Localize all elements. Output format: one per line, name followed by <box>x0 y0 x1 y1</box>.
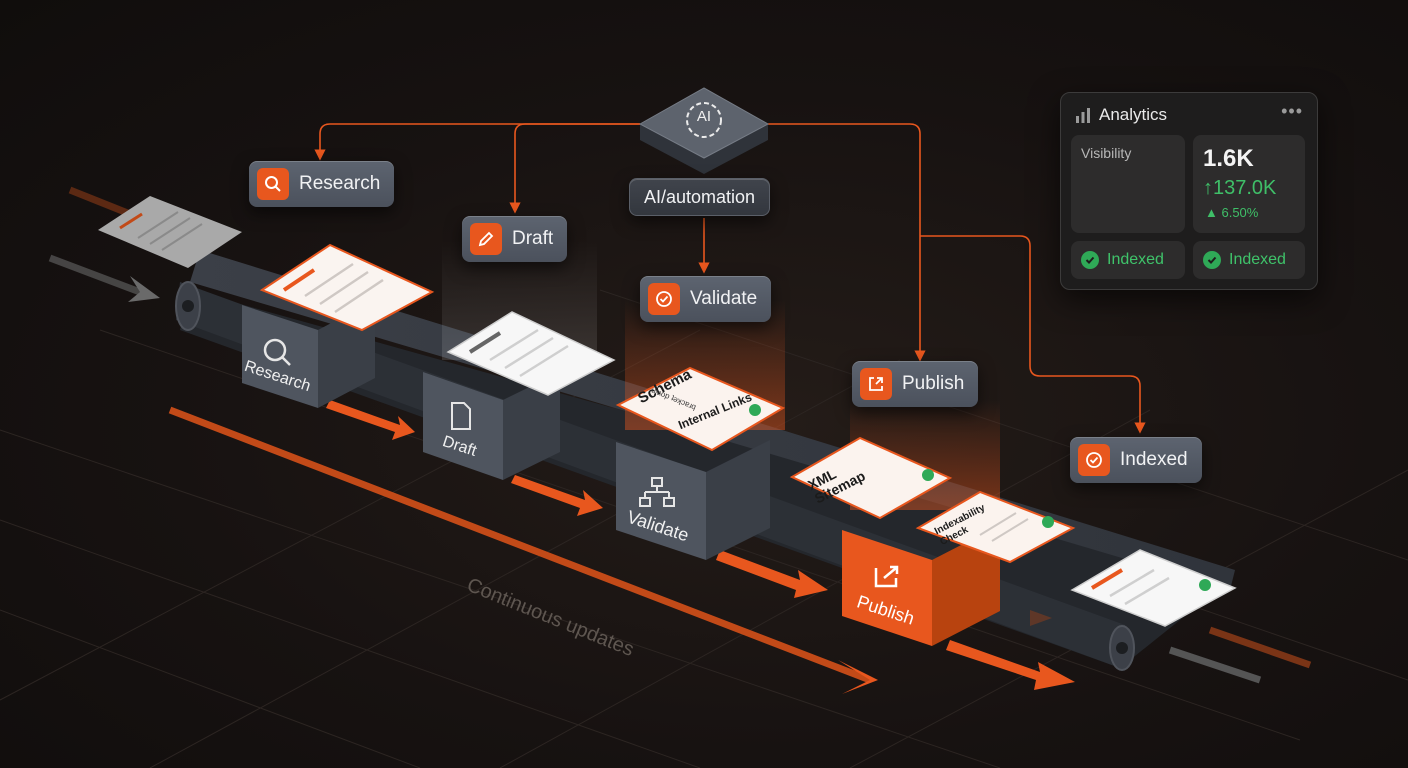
doc-card-indexability <box>915 490 1076 564</box>
search-icon <box>263 338 287 362</box>
analytics-header: Analytics <box>1075 105 1167 125</box>
research-label[interactable]: Research <box>249 161 395 207</box>
more-menu-icon[interactable]: ••• <box>1281 101 1303 121</box>
big-value: 1.6K <box>1203 145 1254 172</box>
ai-connectors <box>314 123 1146 434</box>
check-circle-icon <box>648 283 680 315</box>
publish-label-text: Publish <box>902 373 965 394</box>
draft-label[interactable]: Draft <box>462 216 568 262</box>
bar-chart-icon <box>1076 108 1090 123</box>
check-icon <box>1203 251 1221 269</box>
automation-label-text: AI/automation <box>644 186 756 207</box>
flow-streaks <box>48 186 1312 694</box>
pencil-icon <box>470 223 502 255</box>
document-icon <box>451 402 471 430</box>
visibility-tile: Visibility <box>1071 135 1185 233</box>
check-circle-icon <box>1078 444 1110 476</box>
draft-label-text: Draft <box>512 228 554 249</box>
validate-label-text: Validate <box>690 288 758 309</box>
automation-label: AI/automation <box>629 178 771 216</box>
indexed-tile-1: Indexed <box>1071 241 1185 279</box>
doc-card-entry <box>98 196 242 268</box>
stats-tile: 1.6K ↑137.0K ▲ 6.50% <box>1193 135 1305 233</box>
search-icon <box>257 168 289 200</box>
check-icon <box>1081 251 1099 269</box>
ground-arrows <box>326 400 1075 690</box>
visibility-label: Visibility <box>1081 145 1132 161</box>
ai-hub-text: AI <box>696 108 712 125</box>
analytics-panel: Analytics ••• Visibility 1.6K ↑137.0K ▲ … <box>1060 92 1318 290</box>
ai-hub <box>638 87 770 174</box>
indexed-2-text: Indexed <box>1229 251 1286 268</box>
station-publish <box>842 525 1000 646</box>
external-link-icon <box>874 565 899 588</box>
analytics-title: Analytics <box>1099 105 1168 124</box>
indexed-label[interactable]: Indexed <box>1070 437 1202 483</box>
flowchart-icon <box>639 477 675 507</box>
research-label-text: Research <box>299 173 381 194</box>
doc-card-sitemap <box>789 436 953 520</box>
indexed-label-text: Indexed <box>1120 449 1188 470</box>
station-draft <box>423 372 560 480</box>
station-validate <box>616 440 770 560</box>
publish-label[interactable]: Publish <box>852 361 979 407</box>
gear-ai-icon <box>686 102 722 138</box>
indexed-1-text: Indexed <box>1107 251 1164 268</box>
up-value-row: ↑137.0K <box>1203 177 1277 199</box>
doc-card-final <box>1070 549 1237 627</box>
doc-card-draft <box>446 311 616 396</box>
external-link-icon <box>860 368 892 400</box>
pct-value: 6.50% <box>1221 205 1259 220</box>
up-value: 137.0K <box>1213 177 1277 199</box>
doc-card-research <box>259 243 435 332</box>
pct-row: ▲ 6.50% <box>1205 205 1259 220</box>
validate-label[interactable]: Validate <box>640 276 772 322</box>
indexed-tile-2: Indexed <box>1193 241 1305 279</box>
doc-card-schema <box>615 366 786 452</box>
